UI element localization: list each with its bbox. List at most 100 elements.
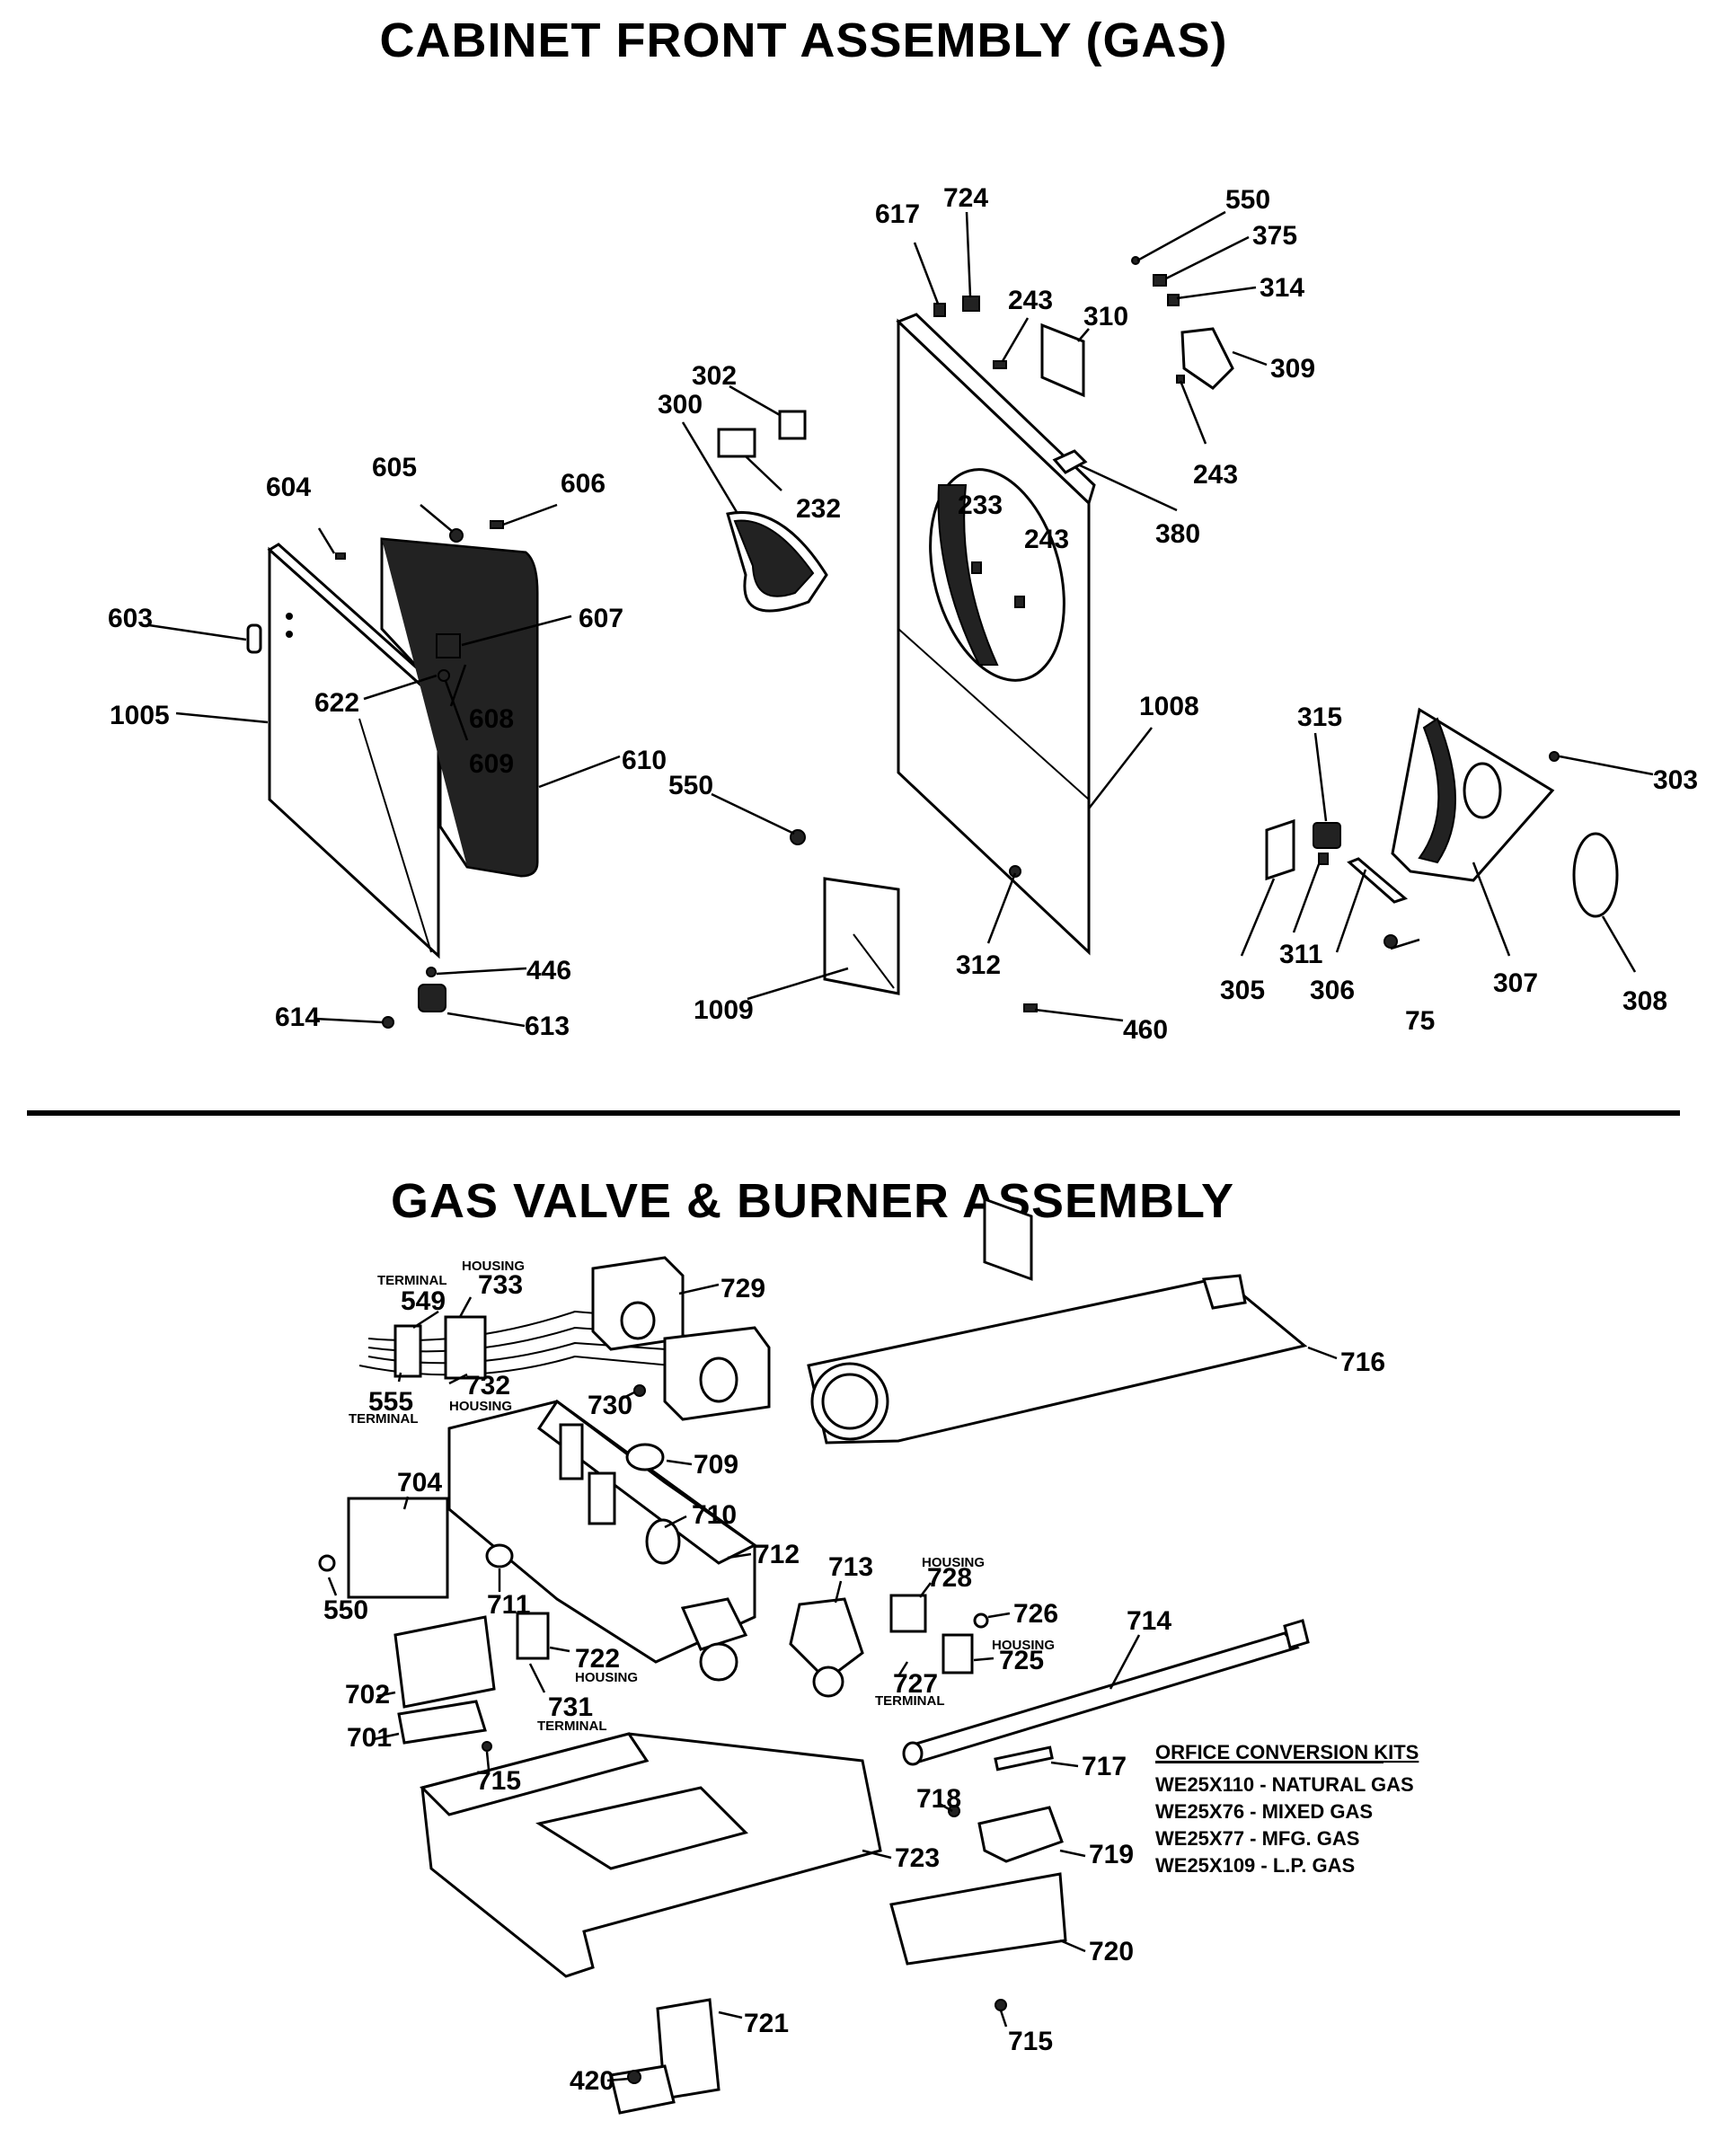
cabinet-label: 606 xyxy=(561,469,606,499)
screw-part-730 xyxy=(633,1384,646,1397)
cabinet-label: 610 xyxy=(622,746,667,775)
screw-part-724 xyxy=(962,296,980,312)
screw-part-715b xyxy=(995,1999,1007,2011)
screw-part-243b xyxy=(1014,596,1025,608)
valve-label: 549 xyxy=(401,1286,446,1316)
valve-label: 723 xyxy=(895,1843,940,1873)
panel-part-310 xyxy=(1040,323,1085,398)
cabinet-label: 608 xyxy=(469,704,514,734)
screw-part-303 xyxy=(1549,751,1560,762)
screw-part-726 xyxy=(973,1613,989,1629)
cover-part-701 xyxy=(397,1700,487,1745)
cabinet-label: 375 xyxy=(1252,221,1297,251)
valve-label: 710 xyxy=(692,1500,737,1530)
thermostat-part-315 xyxy=(1313,822,1341,849)
clip-part-311 xyxy=(1318,853,1329,865)
screw-part-243 xyxy=(993,360,1007,369)
cabinet-label: 614 xyxy=(275,1003,320,1032)
valve-label: 550 xyxy=(323,1595,368,1625)
valve-label: 702 xyxy=(345,1680,390,1710)
duct-part-307 xyxy=(1391,707,1555,882)
valve-label: 709 xyxy=(694,1450,738,1480)
cabinet-label: 311 xyxy=(1279,940,1322,969)
screw-part-420 xyxy=(627,2070,641,2084)
housing-label: HOUSING xyxy=(575,1670,638,1685)
screw-part-605 xyxy=(449,528,464,543)
screw-part-715 xyxy=(482,1741,492,1752)
cabinet-label: 305 xyxy=(1220,976,1265,1005)
valve-label: 718 xyxy=(916,1784,961,1814)
valve-label: 731 xyxy=(548,1692,593,1722)
valve-part-labels: TERMINAL HOUSING TERMINAL HOUSING HOUSIN… xyxy=(323,1259,1385,2096)
valve-label: 725 xyxy=(999,1646,1044,1675)
ignitor-part-704 xyxy=(347,1497,449,1599)
cabinet-label: 1009 xyxy=(694,995,754,1025)
cabinet-part-labels: 604 605 606 603 607 622 608 1005 609 610… xyxy=(108,183,1698,1045)
pin-part-609 xyxy=(438,669,450,682)
terminal-label: TERMINAL xyxy=(537,1719,607,1734)
burner-base-part-723 xyxy=(420,1732,882,1978)
gas-valve-part-712 xyxy=(447,1399,757,1682)
housing-part-728 xyxy=(889,1594,927,1633)
valve-label: 715 xyxy=(476,1766,521,1796)
valve-label: 720 xyxy=(1089,1937,1134,1966)
valve-leader-lines xyxy=(327,1283,1338,2082)
toe-panel-part xyxy=(823,877,900,995)
clip-part-617 xyxy=(933,303,946,317)
conversion-kits-list: ORFICE CONVERSION KITS WE25X110 - NATURA… xyxy=(1155,1741,1419,1877)
cabinet-label: 302 xyxy=(692,361,737,391)
cabinet-label: 613 xyxy=(525,1012,570,1041)
transformer-part-729 xyxy=(591,1256,771,1421)
valve-label: 729 xyxy=(720,1274,765,1303)
housing-part-722 xyxy=(516,1612,550,1660)
cabinet-label: 306 xyxy=(1310,976,1355,1005)
valve-label: 730 xyxy=(588,1391,632,1420)
latch-plate-part xyxy=(436,633,461,658)
cabinet-label: 312 xyxy=(956,950,1001,980)
valve-label: 712 xyxy=(755,1540,800,1569)
cabinet-section: 604 605 606 603 607 622 608 1005 609 610… xyxy=(108,183,1698,1281)
kit-item: WE25X76 - MIXED GAS xyxy=(1155,1800,1373,1823)
cabinet-label: 243 xyxy=(1024,525,1069,554)
nut-part-375 xyxy=(1153,274,1167,287)
manifold-pipe-part-714 xyxy=(902,1619,1310,1766)
kit-item: WE25X77 - MFG. GAS xyxy=(1155,1827,1359,1850)
cabinet-label: 308 xyxy=(1622,986,1667,1016)
screw-part-460 xyxy=(1023,1003,1038,1012)
cabinet-label: 315 xyxy=(1297,702,1342,732)
valve-label: 711 xyxy=(487,1590,530,1620)
switch-part-305 xyxy=(1265,818,1295,881)
valve-label: 714 xyxy=(1127,1606,1171,1636)
cabinet-label: 75 xyxy=(1405,1006,1435,1036)
cabinet-label: 605 xyxy=(372,453,417,482)
cabinet-label: 617 xyxy=(875,199,920,229)
cabinet-label: 232 xyxy=(796,494,841,524)
switch-part-309 xyxy=(1180,327,1234,390)
terminal-label: TERMINAL xyxy=(875,1693,945,1709)
cabinet-label: 314 xyxy=(1260,273,1304,303)
cabinet-label: 550 xyxy=(668,771,713,800)
board-part-702 xyxy=(393,1615,496,1709)
cabinet-label: 243 xyxy=(1008,286,1053,315)
cabinet-label: 300 xyxy=(658,390,703,420)
cabinet-label: 550 xyxy=(1225,185,1270,215)
cabinet-label: 724 xyxy=(943,183,988,213)
screw-part-604 xyxy=(335,552,346,560)
coil-part-709 xyxy=(625,1443,665,1471)
housing-part-725 xyxy=(941,1633,974,1674)
valve-label: 726 xyxy=(1013,1599,1058,1629)
cabinet-front-part xyxy=(896,313,1096,1281)
cabinet-label: 1005 xyxy=(110,701,170,730)
kits-heading: ORFICE CONVERSION KITS xyxy=(1155,1741,1419,1763)
terminal-part-549 xyxy=(393,1324,422,1378)
lint-filter-part xyxy=(726,510,828,613)
door-panel-part xyxy=(267,543,450,959)
valve-label: 728 xyxy=(927,1563,972,1593)
valve-label: 704 xyxy=(397,1468,442,1498)
orifice-part-717 xyxy=(994,1745,1054,1772)
cabinet-label: 446 xyxy=(526,956,571,985)
screw-part-233 xyxy=(971,561,982,574)
housing-label: HOUSING xyxy=(992,1638,1055,1653)
cabinet-label: 603 xyxy=(108,604,153,633)
